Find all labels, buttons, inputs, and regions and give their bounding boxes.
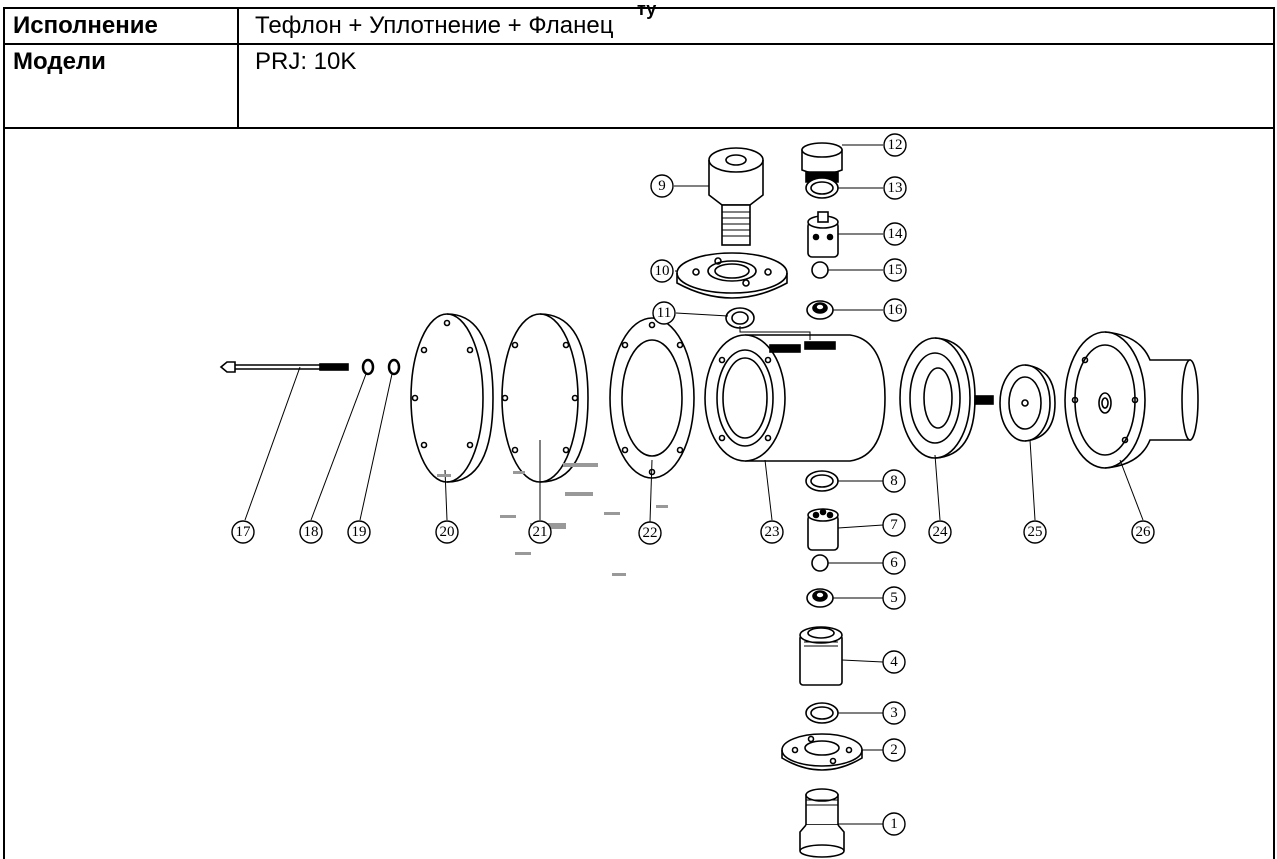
part-1-nipple [799, 788, 845, 858]
callout-26: 26 [1131, 520, 1155, 544]
callout-label: 25 [1028, 524, 1043, 540]
callout-13: 13 [883, 176, 907, 200]
callout-8: 8 [882, 469, 906, 493]
part-18-washer [361, 358, 375, 376]
models-value: PRJ: 10K [255, 48, 357, 75]
models-label: Модели [5, 45, 239, 127]
callout-4: 4 [882, 650, 906, 674]
part-19-nut [387, 358, 401, 376]
callout-label: 11 [657, 305, 671, 321]
callout-25: 25 [1023, 520, 1047, 544]
callout-label: 10 [655, 263, 670, 279]
part-2-bottom-flange [781, 733, 863, 771]
callout-3: 3 [882, 701, 906, 725]
part-13-oring [805, 177, 839, 199]
execution-value: Тефлон + Уплотнение + Фланец [255, 12, 614, 39]
part-12-cap [801, 142, 843, 183]
callout-label: 5 [890, 590, 898, 606]
callout-22: 22 [638, 521, 662, 545]
callout-label: 14 [888, 226, 904, 242]
part-16-seat [806, 300, 834, 320]
leader-lines [244, 144, 1144, 825]
callout-7: 7 [882, 513, 906, 537]
part-26-motor-adapter [1064, 331, 1199, 469]
part-17-bolt [219, 361, 349, 373]
callout-label: 9 [658, 178, 666, 194]
callout-5: 5 [882, 586, 906, 610]
callout-12: 12 [883, 133, 907, 157]
callout-label: 4 [890, 654, 898, 670]
models-row: Модели PRJ: 10K [5, 45, 1273, 129]
callout-label: 18 [304, 524, 319, 540]
part-5-seat [806, 588, 834, 608]
part-22-gasket [609, 317, 695, 479]
part-23-pump-body [704, 334, 886, 462]
callout-label: 22 [643, 525, 658, 541]
part-21-diaphragm [501, 313, 589, 483]
part-3-oring [805, 702, 839, 724]
part-10-top-flange [676, 252, 788, 299]
callout-label: 2 [890, 742, 898, 758]
callout-23: 23 [760, 520, 784, 544]
callout-1: 1 [882, 812, 906, 836]
execution-label: Исполнение [5, 9, 239, 43]
part-24-housing [899, 337, 994, 459]
callout-15: 15 [883, 258, 907, 282]
part-25-impeller [999, 364, 1056, 442]
part-20-end-plate [410, 313, 494, 483]
callout-2: 2 [882, 738, 906, 762]
part-4-coupling [799, 626, 843, 686]
page-header-fragment: ту [637, 0, 657, 19]
callout-10: 10 [650, 259, 674, 283]
callout-label: 15 [888, 262, 903, 278]
callout-20: 20 [435, 520, 459, 544]
callout-label: 23 [765, 524, 780, 540]
callout-19: 19 [347, 520, 371, 544]
part-8-oring [805, 470, 839, 492]
callout-21: 21 [528, 520, 552, 544]
part-6-ball [811, 554, 829, 572]
callout-11: 11 [652, 301, 676, 325]
callout-label: 26 [1136, 524, 1152, 540]
callout-24: 24 [928, 520, 952, 544]
part-11-oring [725, 307, 755, 329]
callout-label: 13 [888, 180, 903, 196]
callout-label: 20 [440, 524, 455, 540]
callout-label: 8 [890, 473, 898, 489]
part-7-valve-seat [807, 508, 839, 551]
callout-label: 17 [236, 524, 252, 540]
callout-label: 21 [533, 524, 548, 540]
callout-label: 3 [890, 705, 898, 721]
callout-9: 9 [650, 174, 674, 198]
callout-label: 16 [888, 302, 904, 318]
callout-label: 6 [890, 555, 898, 571]
part-9-nipple [708, 147, 764, 246]
callout-label: 1 [890, 816, 898, 832]
callout-label: 12 [888, 137, 903, 153]
callout-label: 7 [890, 517, 898, 533]
part-14-valve-seat [807, 211, 839, 258]
callout-label: 24 [933, 524, 949, 540]
spec-table: ту Исполнение Тефлон + Уплотнение + Флан… [3, 0, 1275, 859]
execution-row: Исполнение Тефлон + Уплотнение + Фланец [5, 9, 1273, 45]
callout-17: 17 [231, 520, 255, 544]
callout-6: 6 [882, 551, 906, 575]
part-15-ball [811, 261, 829, 279]
callout-18: 18 [299, 520, 323, 544]
callout-label: 19 [352, 524, 367, 540]
callout-16: 16 [883, 298, 907, 322]
callout-14: 14 [883, 222, 907, 246]
